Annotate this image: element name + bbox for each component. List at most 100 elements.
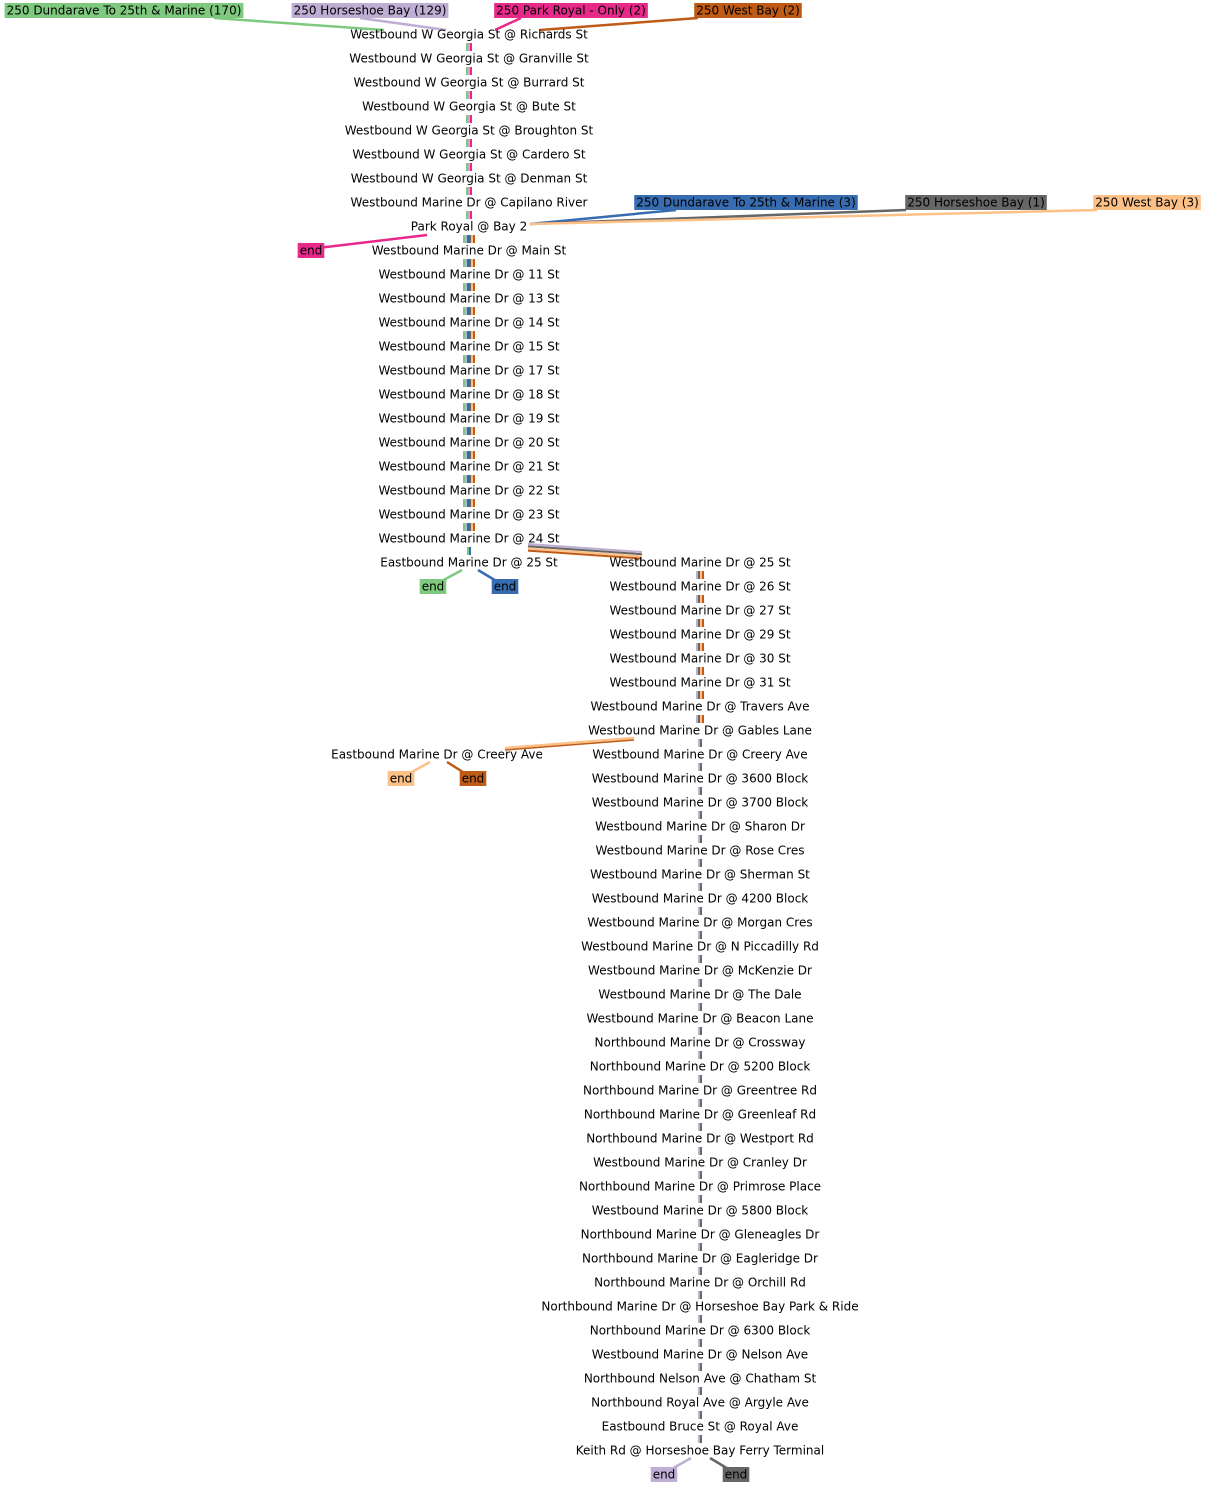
route-start-tag: 250 Dundarave To 25th & Marine (3) [634, 195, 858, 210]
route-start-tag-label: 250 West Bay (3) [1095, 196, 1199, 210]
route-segment [465, 331, 467, 339]
route-segment [700, 787, 702, 795]
route-segment [471, 331, 473, 339]
stop-label: Westbound Marine Dr @ Travers Ave [590, 700, 809, 714]
route-start-tag-label: 250 West Bay (2) [696, 4, 800, 18]
route-branch-line [527, 547, 643, 558]
route-segment [700, 955, 702, 963]
route-segment [469, 379, 471, 387]
route-segment [700, 1099, 702, 1107]
route-segment [467, 451, 469, 459]
route-end-tag: end [387, 771, 415, 786]
route-end-tag: end [650, 1467, 678, 1482]
stop-label: Northbound Marine Dr @ Greenleaf Rd [584, 1108, 816, 1122]
route-segment [471, 259, 473, 267]
route-segment [700, 667, 702, 675]
route-segment [467, 499, 469, 507]
route-segment [468, 43, 470, 51]
route-segment [469, 499, 471, 507]
route-segment [473, 355, 475, 363]
stop-label: Eastbound Bruce St @ Royal Ave [602, 1420, 799, 1434]
stop-label: Northbound Marine Dr @ Gleneagles Dr [581, 1228, 820, 1242]
route-segment [471, 403, 473, 411]
route-segment [696, 619, 698, 627]
stop-label: Westbound Marine Dr @ Beacon Lane [586, 1012, 813, 1026]
route-segment [467, 331, 469, 339]
route-segment [698, 1171, 700, 1179]
route-segment [465, 451, 467, 459]
route-segment [470, 139, 472, 147]
route-segment [473, 403, 475, 411]
route-segment [467, 523, 469, 531]
route-segment [469, 283, 471, 291]
route-segment [698, 1387, 700, 1395]
route-branch-line [527, 545, 643, 556]
stop-label: Westbound W Georgia St @ Burrard St [354, 76, 585, 90]
route-segment [471, 475, 473, 483]
route-segment [700, 763, 702, 771]
route-segment [698, 955, 700, 963]
stop-label: Northbound Royal Ave @ Argyle Ave [591, 1396, 809, 1410]
route-segment [473, 379, 475, 387]
route-start-tag-box [634, 195, 858, 210]
route-segment [463, 451, 465, 459]
route-segment [463, 475, 465, 483]
stop-label: Westbound Marine Dr @ Sherman St [590, 868, 810, 882]
route-segment [471, 355, 473, 363]
stop-label: Westbound Marine Dr @ 30 St [609, 652, 790, 666]
route-segment [700, 1147, 702, 1155]
route-segment [700, 1195, 702, 1203]
route-segment [700, 811, 702, 819]
route-segment [698, 1339, 700, 1347]
route-segment [467, 235, 469, 243]
route-segment [466, 115, 468, 123]
route-segment [467, 283, 469, 291]
stop-label: Westbound Marine Dr @ 22 St [378, 484, 559, 498]
route-end-tag-label: end [725, 1468, 748, 1482]
route-segment [463, 379, 465, 387]
route-end-tag-box [297, 243, 325, 258]
route-end-tag-box [722, 1467, 750, 1482]
route-start-line [529, 208, 677, 226]
stop-label: Westbound Marine Dr @ 23 St [378, 508, 559, 522]
route-segment [700, 1243, 702, 1251]
route-segment [465, 307, 467, 315]
stop-label: Westbound Marine Dr @ 11 St [378, 268, 559, 282]
route-segment [698, 595, 700, 603]
route-segment [468, 163, 470, 171]
route-segment [469, 259, 471, 267]
route-segment [467, 547, 469, 555]
route-segment [471, 235, 473, 243]
stop-label: Westbound Marine Dr @ 31 St [609, 676, 790, 690]
route-segment [700, 1315, 702, 1323]
route-segment [698, 619, 700, 627]
route-segment [696, 667, 698, 675]
route-segment [473, 499, 475, 507]
route-start-tag: 250 Horseshoe Bay (129) [291, 3, 449, 18]
route-end-tag-label: end [300, 244, 323, 258]
route-segment [470, 187, 472, 195]
stop-label: Eastbound Marine Dr @ 25 St [380, 556, 558, 570]
route-segment [700, 691, 702, 699]
route-segment [468, 211, 470, 219]
route-segment [700, 595, 702, 603]
route-segment [700, 1003, 702, 1011]
stop-label: Westbound Marine Dr @ 19 St [378, 412, 559, 426]
route-segment [700, 1339, 702, 1347]
route-segment [471, 451, 473, 459]
route-segment [700, 1219, 702, 1227]
route-segment [468, 139, 470, 147]
route-segment [702, 667, 704, 675]
stop-label: Westbound Marine Dr @ 24 St [378, 532, 559, 546]
route-lines [213, 16, 1098, 1472]
route-segment [465, 403, 467, 411]
route-segment [700, 1291, 702, 1299]
route-segment [698, 1099, 700, 1107]
route-segment [700, 979, 702, 987]
route-segments [463, 43, 704, 1443]
route-segment [473, 283, 475, 291]
route-segment [698, 1243, 700, 1251]
route-segment [698, 1411, 700, 1419]
route-start-tag-label: 250 Dundarave To 25th & Marine (170) [7, 4, 242, 18]
route-segment [473, 259, 475, 267]
